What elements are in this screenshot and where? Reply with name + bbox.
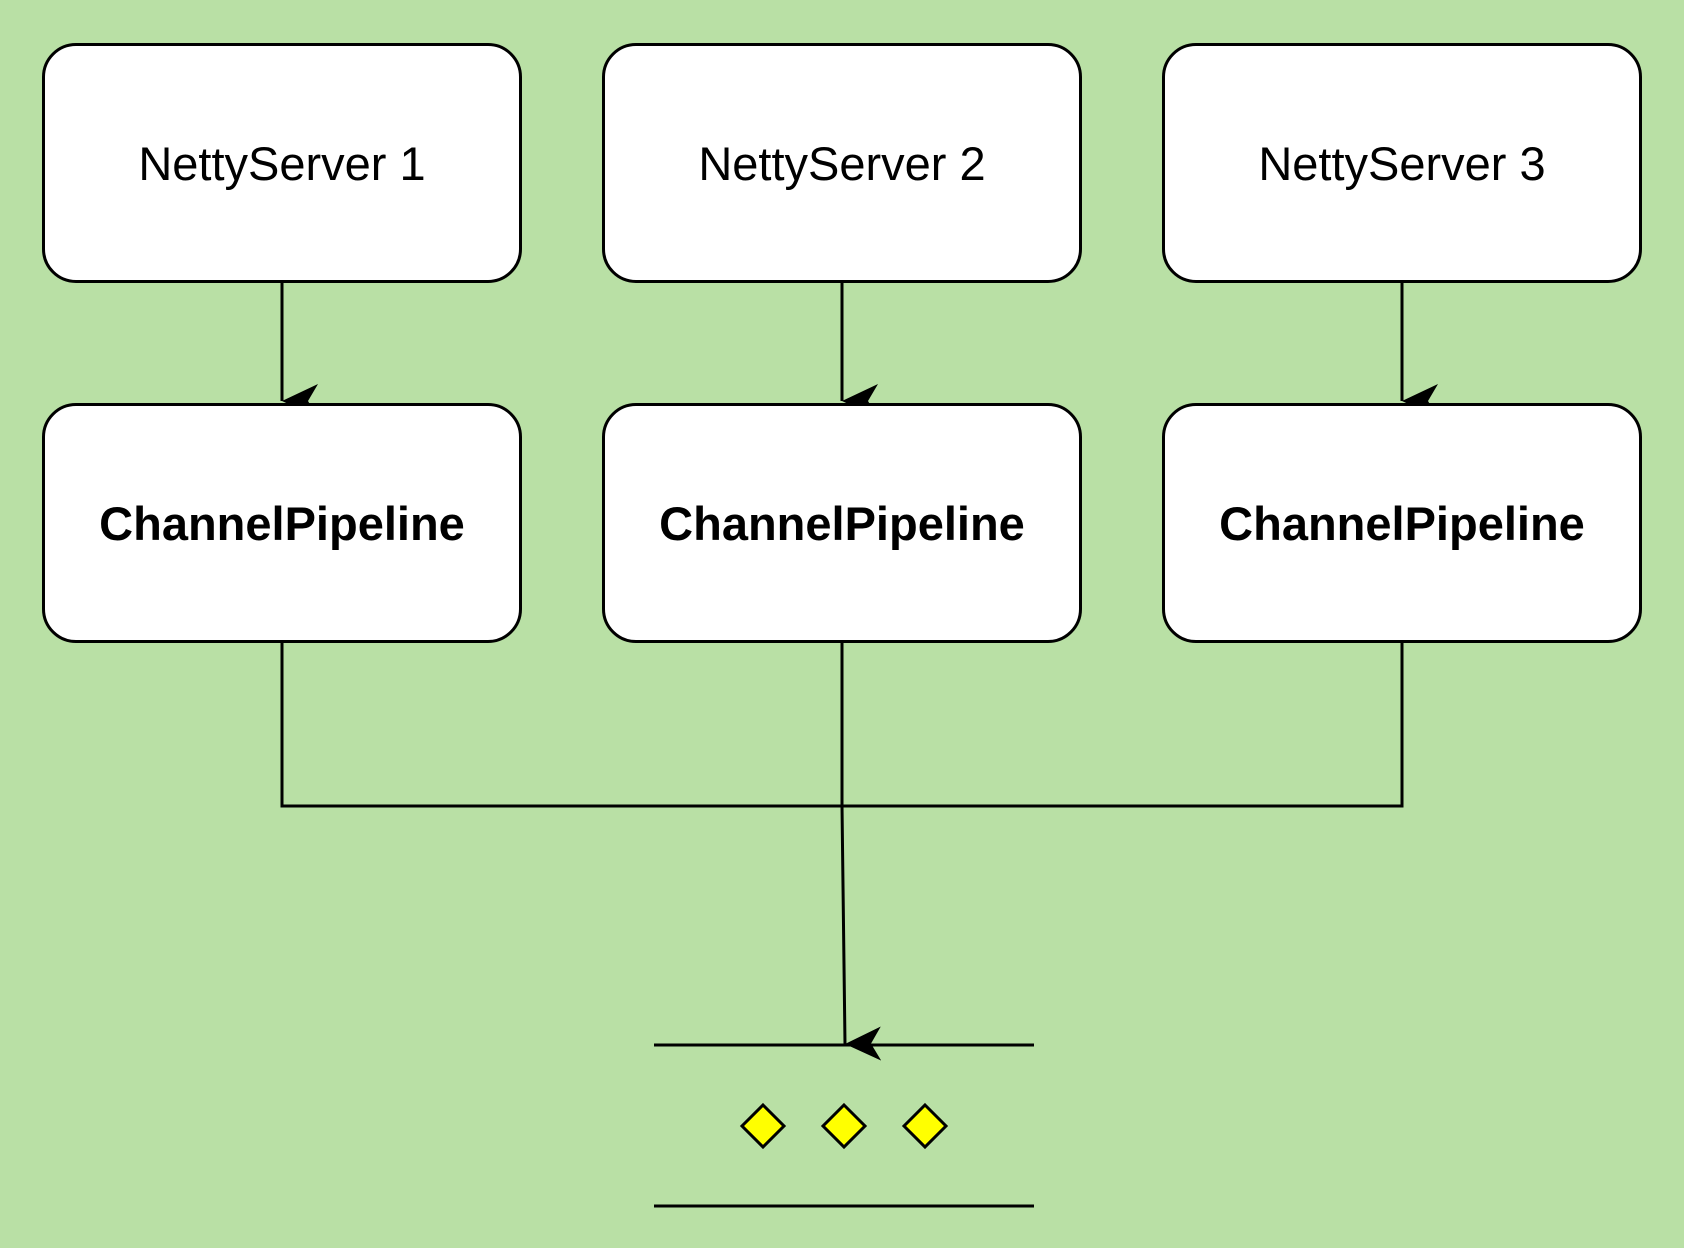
node-label: ChannelPipeline	[659, 496, 1025, 550]
node-label: ChannelPipeline	[1219, 496, 1585, 550]
node-label: ChannelPipeline	[99, 496, 465, 550]
diamond-icon	[820, 1102, 868, 1150]
netty-server-3-node: NettyServer 3	[1162, 43, 1642, 283]
channel-pipeline-3-node: ChannelPipeline	[1162, 403, 1642, 643]
diamond-icon	[739, 1102, 787, 1150]
node-label: NettyServer 2	[698, 136, 986, 190]
diamond-icon	[901, 1102, 949, 1150]
channel-pipeline-1-node: ChannelPipeline	[42, 403, 522, 643]
netty-server-1-node: NettyServer 1	[42, 43, 522, 283]
connector-pipeline-1-to-bus	[280, 643, 842, 808]
netty-server-2-node: NettyServer 2	[602, 43, 1082, 283]
connector-pipeline-3-to-bus	[842, 643, 1404, 808]
node-label: NettyServer 1	[138, 136, 426, 190]
channel-pipeline-2-node: ChannelPipeline	[602, 403, 1082, 643]
arrow-pipeline-2-to-queue	[840, 643, 882, 1061]
node-label: NettyServer 3	[1258, 136, 1546, 190]
